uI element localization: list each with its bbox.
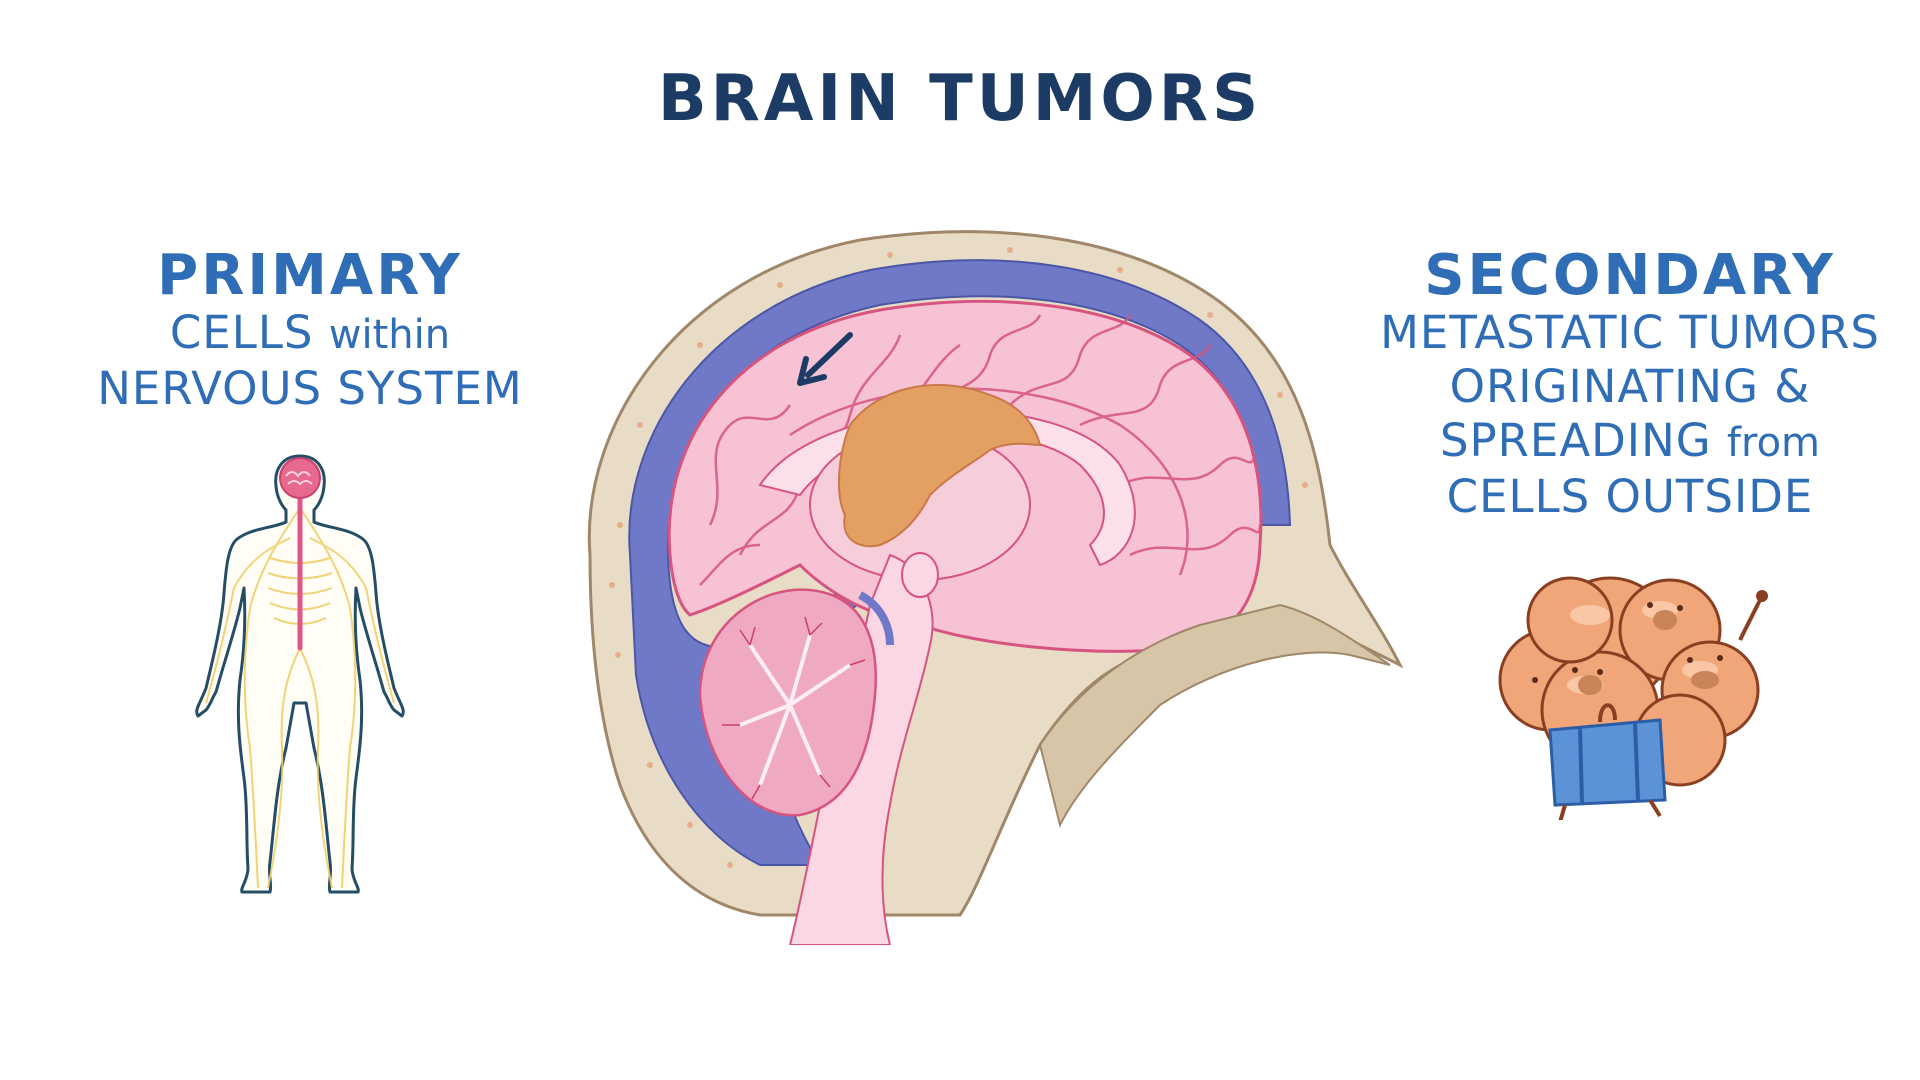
secondary-line-4: CELLS OUTSIDE [1370,470,1890,524]
primary-line-1: CELLS within [90,306,530,362]
secondary-line-3: SPREADING from [1370,414,1890,470]
primary-heading: PRIMARY [157,243,463,308]
primary-line-2: NERVOUS SYSTEM [90,362,530,416]
brain-sagittal-section-icon [587,230,1404,945]
primary-section: PRIMARY CELLS within NERVOUS SYSTEM [90,246,530,416]
suitcase-icon [1548,703,1667,820]
secondary-line-2-main: ORIGINATING & [1449,360,1811,413]
secondary-line-3-main: SPREADING [1439,414,1727,467]
nervous-system-figure-icon [195,454,405,894]
arrow-pointing-to-tumor-icon [797,332,853,386]
tumor-cell-cluster-icon [1498,576,1768,820]
secondary-line-1-main: METASTATIC TUMORS [1380,306,1880,359]
primary-line-1-accent: within [328,312,451,358]
secondary-section: SECONDARY METASTATIC TUMORS ORIGINATING … [1370,246,1890,524]
secondary-line-2: ORIGINATING & [1370,360,1890,414]
primary-line-2-main: NERVOUS SYSTEM [97,362,523,415]
secondary-heading: SECONDARY [1424,243,1836,308]
secondary-line-4-main: CELLS OUTSIDE [1446,470,1814,523]
page-title: BRAIN TUMORS [657,62,1263,136]
tumor-icon [837,384,1042,548]
secondary-line-3-accent: from [1726,420,1821,466]
primary-line-1-main: CELLS [169,306,329,359]
secondary-line-1: METASTATIC TUMORS [1370,306,1890,360]
